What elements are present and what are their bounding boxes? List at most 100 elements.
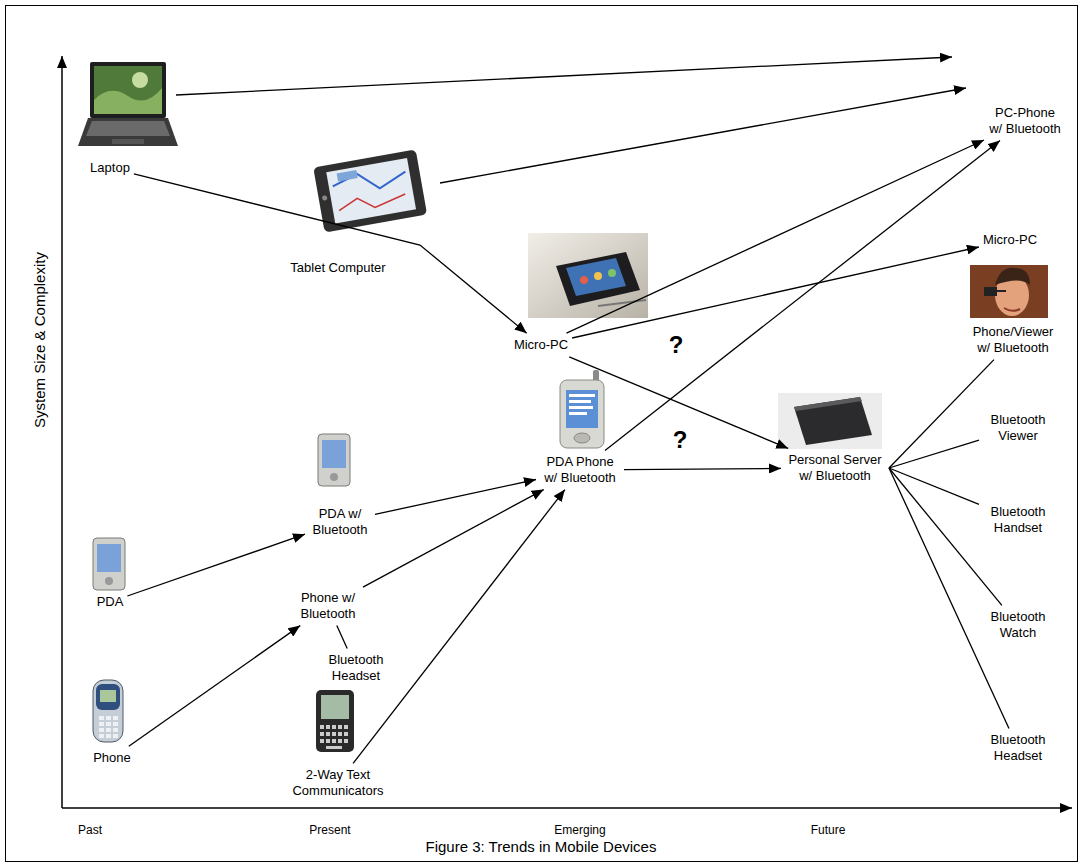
phone-picture [93, 680, 123, 742]
device-name: Tablet Computer [290, 260, 385, 276]
micro-pc-photo [528, 233, 648, 318]
phone-picture [113, 728, 118, 732]
pager-picture [338, 739, 342, 743]
pager-picture [326, 746, 342, 749]
trend-arrow [440, 88, 966, 183]
trend-arrow [572, 247, 979, 338]
trend-arrow [176, 57, 952, 95]
pager-picture [332, 732, 336, 736]
micro-pc-photo [528, 233, 648, 318]
device-label: Micro-PC [514, 337, 568, 353]
pda-phone-picture [569, 406, 593, 409]
device-name: Laptop [90, 160, 130, 176]
device-label: Tablet Computer [290, 260, 385, 276]
phone-picture [113, 716, 118, 720]
device-name: PC-Phone w/ Bluetooth [988, 105, 1062, 136]
pager-picture [316, 690, 354, 752]
trend-arrow [363, 490, 544, 587]
laptop-picture [94, 88, 162, 114]
trend-arrow [176, 57, 966, 183]
pager-picture [338, 725, 342, 729]
device-name: Phone w/ Bluetooth [297, 590, 359, 621]
device-name: Phone/Viewer w/ Bluetooth [970, 324, 1056, 355]
micro-pc-photo [566, 258, 626, 296]
device-label: PDA w/ Bluetooth [309, 506, 371, 537]
era-label: Present [309, 823, 350, 837]
micro-pc-photo [608, 269, 616, 277]
tablet-picture [326, 158, 416, 223]
device-label: Laptop [90, 160, 130, 176]
pda-bluetooth-picture [318, 434, 350, 486]
pager-picture [344, 739, 348, 743]
micro-pc-photo [594, 272, 602, 280]
device-label: PDA Phone w/ Bluetooth [540, 454, 620, 485]
phone-picture [100, 690, 116, 702]
micro-pc-photo [556, 252, 640, 306]
phone-viewer-photo [996, 290, 1006, 292]
device-label: Bluetooth Headset [983, 732, 1053, 763]
device-name: Micro-PC [983, 232, 1037, 248]
device-label: Personal Server w/ Bluetooth [785, 452, 885, 483]
axis-title: System Size & Complexity [31, 252, 49, 428]
pda-phone-picture [569, 400, 591, 403]
device-label: Bluetooth Headset [321, 652, 391, 683]
pager-picture [320, 725, 324, 729]
axis-line [61, 56, 63, 808]
device-label: Micro-PC [983, 232, 1037, 248]
device-name: PDA [97, 594, 124, 610]
pda-picture [93, 538, 125, 590]
trend-arrow [129, 626, 300, 747]
laptop-picture [112, 139, 144, 144]
device-label: PDA [97, 594, 124, 610]
pda-phone-picture [560, 370, 604, 448]
pda-phone-picture [566, 390, 598, 428]
device-name: Bluetooth Handset [983, 504, 1053, 535]
pager-picture [320, 732, 324, 736]
trend-arrow [624, 468, 781, 469]
device-name: Phone [93, 750, 131, 766]
trend-arrow [127, 534, 305, 596]
device-name: Micro-PC [514, 337, 568, 353]
laptop-picture [78, 118, 178, 146]
device-label: Bluetooth Viewer [983, 412, 1053, 443]
pager-picture [344, 732, 348, 736]
device-name: PDA Phone w/ Bluetooth [540, 454, 620, 485]
question-mark: ? [673, 426, 688, 455]
device-name: Personal Server w/ Bluetooth [785, 452, 885, 483]
pda-bluetooth-picture [330, 473, 338, 481]
personal-server-photo [778, 393, 882, 449]
laptop-picture [132, 72, 148, 88]
tablet-picture [313, 149, 427, 232]
link-line [889, 468, 1002, 605]
phone-picture [99, 728, 104, 732]
pager-picture [344, 725, 348, 729]
trend-arrow [605, 141, 1000, 451]
phone-picture [106, 728, 111, 732]
phone-picture [113, 722, 118, 726]
era-label: Past [78, 823, 102, 837]
tablet-picture [331, 166, 407, 197]
laptop-picture [78, 62, 178, 146]
phone-picture [96, 684, 120, 710]
tablet-picture [337, 170, 358, 181]
pda-phone-picture [574, 433, 590, 443]
device-label: PC-Phone w/ Bluetooth [988, 105, 1062, 136]
pda-picture [105, 577, 113, 585]
phone-picture [106, 716, 111, 720]
device-name: Bluetooth Headset [983, 732, 1053, 763]
laptop-picture [94, 66, 162, 114]
phone-picture [106, 722, 111, 726]
link-line [889, 360, 994, 468]
pager-picture [321, 695, 349, 719]
tablet-picture [313, 149, 427, 232]
phone-picture [106, 734, 111, 738]
phone-viewer-photo [970, 265, 1048, 318]
device-label: Bluetooth Handset [983, 504, 1053, 535]
pager-picture [338, 732, 342, 736]
pda-bluetooth-picture [322, 440, 346, 468]
era-label: Future [811, 823, 846, 837]
phone-viewer-photo [995, 268, 1030, 285]
device-name: 2-Way Text Communicators [290, 767, 386, 798]
